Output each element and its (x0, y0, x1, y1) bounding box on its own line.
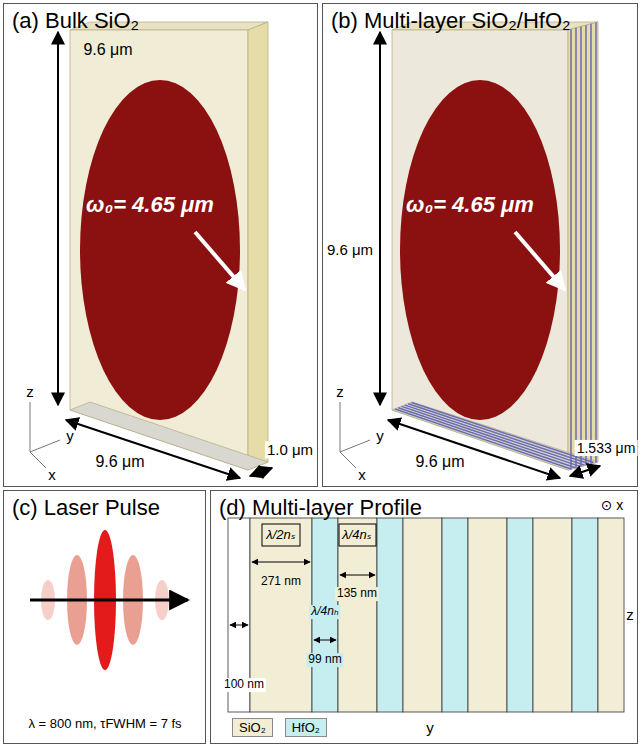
figure-label: z (626, 606, 634, 623)
figure-label: λ = 800 nm, τFWHM = 7 fs (28, 717, 181, 732)
waist-arrow (515, 232, 565, 290)
figure-label: λ/2nₛ (264, 528, 297, 543)
sio2-layer (468, 518, 507, 712)
layer-line (585, 25, 587, 465)
dimension-arrow (379, 32, 381, 405)
axis-line (30, 440, 60, 452)
sio2-layer (598, 518, 624, 712)
bulk-slab (30, 22, 272, 478)
panel-heading: (d) Multi-layer Profile (211, 491, 430, 525)
axis-line (30, 402, 31, 452)
multilayer-slab (340, 22, 600, 478)
beam-spot (80, 80, 240, 420)
dimension-arrow (66, 420, 240, 478)
sio2-layer (403, 518, 442, 712)
beam-spot (400, 80, 560, 420)
legend-swatch: SiO₂ (232, 718, 273, 737)
figure-label: 99 nm (306, 653, 343, 667)
profile-dimensions (230, 524, 376, 640)
waist-arrow (195, 232, 245, 290)
propagation-arrow (30, 599, 188, 602)
figure-label: 9.6 μm (83, 41, 132, 59)
legend-swatch: HfO₂ (285, 718, 327, 737)
axis-line (340, 402, 341, 452)
dimension-arrow (388, 420, 560, 478)
figure-label: 100 nm (222, 678, 266, 692)
layer-line (570, 29, 572, 469)
figure-label: λ/4nₕ (309, 605, 340, 619)
panel-heading: (c) Laser Pulse (4, 491, 168, 525)
figure-label: z (336, 383, 344, 400)
figure-label: 1.533 μm (575, 440, 638, 456)
dimension-arrow (340, 575, 375, 576)
dimension-arrow (57, 32, 59, 405)
figure-label: 9.6 μm (93, 453, 146, 471)
sio2-layer (338, 518, 377, 712)
layer-line (590, 24, 592, 464)
panel-heading: (b) Multi-layer SiO₂/HfO₂ (323, 4, 579, 38)
figure-label: ω₀= 4.65 μm (406, 192, 534, 217)
figure-label: z (26, 383, 34, 400)
layer-line (575, 28, 577, 468)
sio2-layer (533, 518, 572, 712)
hfo2-layer (442, 518, 468, 712)
panel-heading: (a) Bulk SiO₂ (4, 4, 147, 38)
dimension-arrow (230, 625, 248, 626)
figure-label: x (48, 466, 56, 483)
figure-panel: (c) Laser Pulse (3, 490, 206, 744)
slab-side (248, 22, 268, 470)
figure-label: 1.0 μm (265, 441, 315, 458)
figure-label: λ/4nₛ (340, 528, 373, 543)
formula-box (262, 524, 300, 546)
hfo2-layer (377, 518, 403, 712)
legend: SiO₂ HfO₂ (232, 718, 327, 737)
dimension-arrow (250, 468, 272, 476)
axis-line (340, 452, 356, 468)
figure-label: 9.6 μm (413, 453, 466, 471)
figure-label: 135 nm (335, 587, 379, 601)
legend-text: HfO₂ (292, 720, 320, 735)
dimension-arrow (570, 466, 600, 476)
dimension-arrow (314, 640, 336, 641)
layer-stripes (395, 23, 596, 470)
layer-line (595, 23, 597, 463)
hfo2-layer (507, 518, 533, 712)
formula-box (339, 524, 376, 546)
laser-pulse (30, 530, 188, 670)
figure-label: 271 nm (259, 575, 303, 589)
axis-line (30, 452, 46, 468)
figure-label: ⊙ x (601, 497, 624, 513)
slab-side (568, 22, 598, 470)
figure-label: x (358, 466, 366, 483)
axis-line (340, 440, 370, 452)
figure-label: y (66, 427, 74, 444)
layer-line (580, 27, 582, 467)
hfo2-layer (572, 518, 598, 712)
figure-panel: (a) Bulk SiO₂ (3, 3, 318, 487)
axes (30, 402, 60, 468)
figure-label: ω₀= 4.65 μm (86, 192, 214, 217)
dimension-arrow (252, 562, 310, 563)
legend-text: SiO₂ (239, 720, 266, 735)
figure-label: y (426, 719, 434, 736)
axes (340, 402, 370, 468)
layer-profile (228, 518, 624, 712)
figure-label: 9.6 μm (325, 241, 375, 258)
figure-label: y (376, 427, 384, 444)
